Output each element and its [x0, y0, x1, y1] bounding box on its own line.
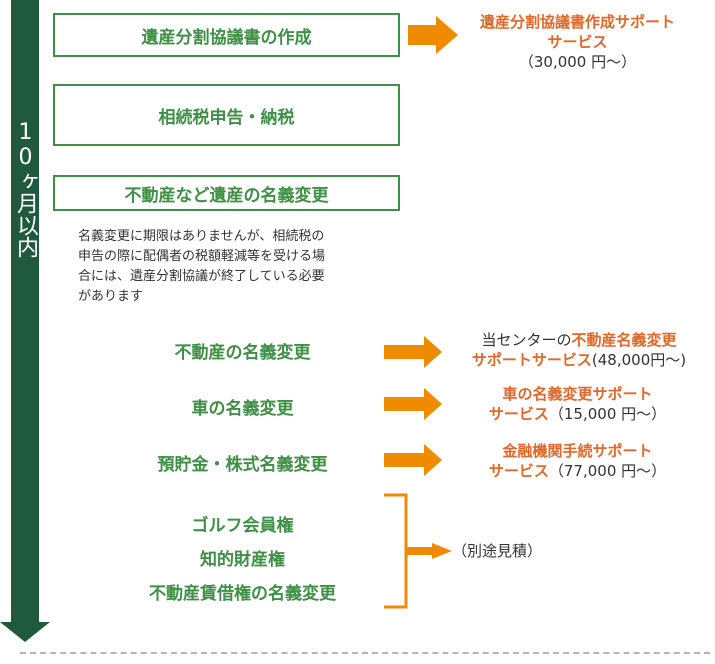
note-line: があります — [78, 289, 144, 304]
service-name: サービス — [488, 462, 549, 480]
divider — [20, 652, 710, 654]
item-kuruma: 車の名義変更 — [191, 399, 294, 419]
service-name: 不動産名義変更 — [571, 331, 677, 349]
item-chiteki: 知的財産権 — [200, 550, 285, 570]
timeline-arrow-head — [0, 622, 50, 642]
meigi-note: 名義変更に期限はありませんが、相続税の 申告の際に配偶者の税額軽減等を受ける場 … — [78, 227, 398, 307]
step-box-meigi: 不動産など遺産の名義変更 — [53, 175, 400, 211]
service-price: （77,000 円〜） — [548, 462, 667, 480]
arrow-right-icon — [384, 388, 442, 420]
service-other-estimate: （別途見積） — [452, 542, 543, 560]
arrow-right-icon — [408, 16, 458, 54]
service-price: (48,000円〜) — [591, 351, 687, 369]
step-box-bunkatsu: 遺産分割協議書の作成 — [53, 13, 400, 57]
service-name: 金融機関手続サポート — [502, 442, 653, 460]
timeline-label: 10ヶ月以内 — [13, 120, 38, 258]
item-yokin: 預貯金・株式名義変更 — [157, 455, 328, 475]
item-chintai: 不動産賃借権の名義変更 — [149, 584, 336, 604]
service-fudosan: 当センターの不動産名義変更 サポートサービス(48,000円〜) — [448, 330, 710, 370]
note-line: 合には、遺産分割協議が終了している必要 — [78, 269, 325, 284]
service-yokin: 金融機関手続サポート サービス（77,000 円〜） — [455, 441, 700, 481]
service-name: サポートサービス — [471, 351, 592, 369]
arrow-right-icon — [384, 444, 442, 476]
service-prefix: 当センターの — [481, 331, 572, 349]
timeline-bar — [11, 0, 39, 624]
item-golf: ゴルフ会員権 — [191, 516, 294, 536]
arrow-right-icon — [384, 336, 442, 368]
step-box-souzokuzei: 相続税申告・納税 — [53, 84, 400, 146]
service-name: サービス — [488, 405, 549, 423]
item-fudosan: 不動産の名義変更 — [174, 343, 311, 363]
service-bunkatsu: 遺産分割協議書作成サポート サービス （30,000 円〜） — [455, 12, 700, 72]
service-kuruma: 車の名義変更サポート サービス（15,000 円〜） — [455, 384, 700, 424]
note-line: 名義変更に期限はありませんが、相続税の — [78, 229, 325, 244]
service-name: 車の名義変更サポート — [502, 385, 653, 403]
bracket-icon — [384, 493, 452, 609]
note-line: 申告の際に配偶者の税額軽減等を受ける場 — [78, 249, 326, 264]
service-price: （15,000 円〜） — [548, 405, 667, 423]
service-name: 遺産分割協議書作成サポート — [479, 13, 675, 31]
service-price: （30,000 円〜） — [518, 53, 637, 71]
service-name: サービス — [547, 33, 608, 51]
